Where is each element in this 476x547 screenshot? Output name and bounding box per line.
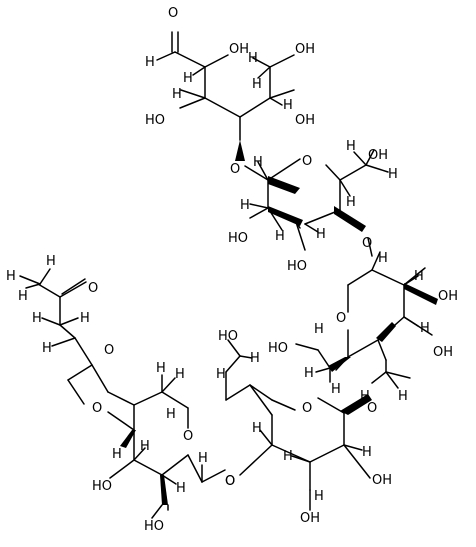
bonds-ring-4 [19, 268, 226, 519]
atom-h-ch2-2: H [80, 311, 90, 326]
atom-h-r1c5: H [346, 195, 356, 210]
atom-h-ch3-1: H [6, 269, 16, 284]
atom-acetal-o2: O [92, 401, 102, 416]
atom-h-r2c6-1: H [304, 366, 314, 381]
atom-labels: O H OH H OH HO H H OH H H O O OH H H H H… [6, 6, 458, 534]
atom-h-r3c2: H [362, 445, 372, 460]
atom-ring-o-r3-link: O [225, 474, 235, 489]
atom-h-ch3-2: H [18, 289, 28, 304]
bonds-ring-3 [225, 339, 372, 511]
atom-ho-r1c3: HO [287, 259, 307, 274]
atom-o-aldehyde: O [168, 6, 178, 21]
atom-oh-r3c2: OH [372, 473, 392, 488]
atom-h-aldehyde: H [145, 55, 155, 70]
atom-h-r4c4: H [112, 447, 122, 462]
atom-h-r3c5: H [252, 421, 262, 436]
atom-ring1-o: O [302, 154, 312, 169]
atom-h-r2c3: H [420, 321, 430, 336]
bonds-ring-2 [295, 237, 438, 389]
atom-h-r3-anomer: H [360, 389, 370, 404]
atom-h-r4c2: H [176, 481, 186, 496]
atom-h-r4-anomer: H [198, 451, 208, 466]
atom-o-link1: O [230, 162, 240, 177]
atom-h-c2: H [183, 71, 193, 86]
atom-ho-r4c4: HO [92, 479, 112, 494]
atom-ring2-o: O [336, 311, 346, 326]
bonds-ring-1 [244, 149, 389, 251]
atom-h-r3c6-2: H [216, 367, 226, 382]
atom-ho-r1c2: HO [228, 231, 248, 246]
atom-oh-r2c3: OH [433, 345, 453, 360]
atom-h-r2c2: H [414, 269, 424, 284]
atom-oh-c6: OH [295, 42, 315, 57]
atom-ho-r4c2: HO [144, 519, 164, 534]
atom-h-r3c4: H [283, 449, 293, 464]
atom-h-r4c6-2: H [175, 367, 185, 382]
atom-ring4-o: O [183, 429, 193, 444]
atom-h-r4c6-1: H [156, 361, 166, 376]
atom-h-ch3-3: H [46, 254, 56, 269]
atom-h-r2c4: H [398, 389, 408, 404]
atom-h-r1c6-1: H [388, 167, 398, 182]
atom-oh-c6b: OH [368, 148, 388, 163]
atom-oh-r3c3: OH [300, 511, 320, 526]
atom-h-acetal: H [42, 341, 52, 356]
atom-oh-r2c2: OH [438, 289, 458, 304]
atom-h-r3c3: H [314, 489, 324, 504]
atom-h-r3c6-1: H [250, 351, 260, 366]
atom-ring3-o: O [302, 401, 312, 416]
atom-acetal-o1: O [104, 343, 114, 358]
atom-h-r1c2: H [240, 198, 250, 213]
bonds-open-chain [156, 31, 295, 161]
atom-ho-r2c6: HO [268, 341, 288, 356]
atom-h-r4c5: H [166, 407, 176, 422]
atom-h-r2c6-2: H [314, 322, 324, 337]
atom-o-link3: O [367, 401, 377, 416]
atom-h-r4c3: H [140, 439, 150, 454]
atom-o-link4: O [225, 474, 235, 489]
atom-h-r1c3: H [275, 229, 285, 244]
atom-o-ketone: O [88, 281, 98, 296]
atom-h-ch2-1: H [32, 311, 42, 326]
atom-oh-c2: OH [229, 42, 249, 57]
atom-h-r1c6-2: H [346, 139, 356, 154]
atom-ho-c3: HO [145, 113, 165, 128]
atom-oh-c5: OH [295, 113, 315, 128]
atom-h-c4: H [248, 51, 258, 66]
atom-h-c6-1: H [252, 77, 262, 92]
atom-o-link2: O [362, 236, 372, 251]
atom-h-r2c5: H [331, 382, 341, 397]
atom-h-c3: H [172, 87, 182, 102]
atom-h-c5: H [283, 98, 293, 113]
atom-h-r1c4: H [316, 227, 326, 242]
atom-h-r1-anomer: H [253, 155, 263, 170]
atom-h-r2-anomer: H [378, 251, 388, 266]
atom-ho-r3c6: HO [218, 329, 238, 344]
